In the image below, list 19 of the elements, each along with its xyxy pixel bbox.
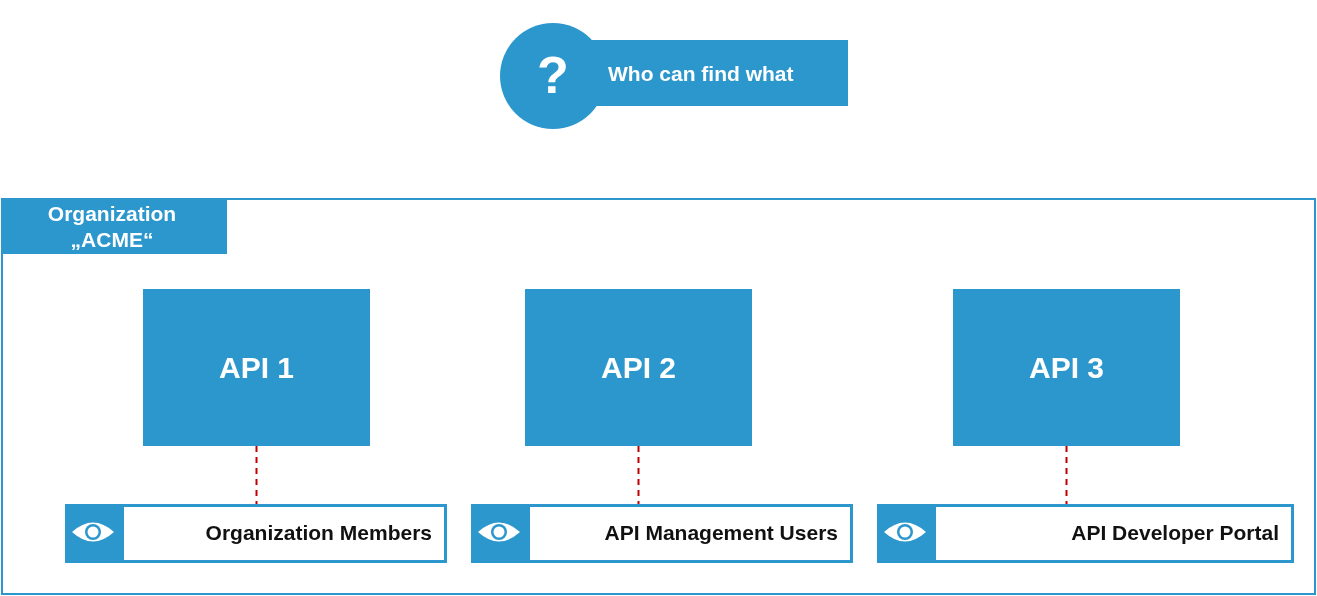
banner-title: Who can find what <box>608 61 795 87</box>
audience-label: Organization Members <box>205 520 432 546</box>
api-label: API 2 <box>601 350 676 385</box>
audience-label: API Management Users <box>604 520 838 546</box>
api-label: API 1 <box>219 350 294 385</box>
api-box <box>143 289 370 446</box>
organization-frame <box>1 198 1316 595</box>
audience-label: API Developer Portal <box>1071 520 1279 546</box>
question-mark: ? <box>536 45 570 105</box>
api-box <box>525 289 752 446</box>
connector-line <box>637 445 640 505</box>
connector-line <box>1065 445 1068 505</box>
group-label: Organization „ACME“ <box>1 198 227 254</box>
api-label: API 3 <box>1029 350 1104 385</box>
api-box <box>953 289 1180 446</box>
audience-box <box>877 504 1294 563</box>
audience-box <box>65 504 447 563</box>
connector-line <box>255 445 258 505</box>
audience-box <box>471 504 853 563</box>
